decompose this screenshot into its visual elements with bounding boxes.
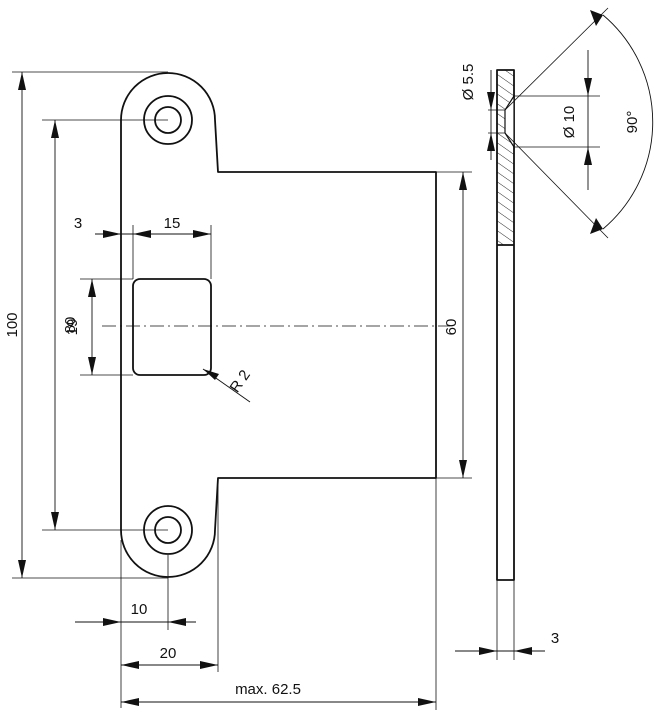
side-section-hatched <box>497 70 514 245</box>
label-hole-offset: 10 <box>131 601 148 618</box>
label-latch-height: 19 <box>64 319 81 336</box>
dim-latch-offset-width: 3 15 <box>74 215 212 279</box>
dim-thickness: 3 <box>455 580 559 660</box>
label-max-length: max. 62.5 <box>235 681 301 698</box>
label-countersink-diameter: Ø 10 <box>561 106 578 139</box>
label-screw-diameter: Ø 5.5 <box>460 64 477 101</box>
dim-hole-offset: 10 <box>75 540 196 708</box>
dim-max-length: max. 62.5 <box>121 478 437 710</box>
dim-screw-diameter: Ø 5.5 <box>460 64 505 160</box>
label-hole-pitch: 80 <box>62 317 79 334</box>
side-outline <box>496 69 515 581</box>
label-overall-height: 100 <box>4 312 21 337</box>
dim-latch-height: 19 <box>64 278 133 376</box>
dim-hole-pitch: 80 <box>42 119 168 531</box>
plate-outline <box>120 72 437 578</box>
front-view <box>102 72 450 578</box>
label-latch-width: 15 <box>164 215 181 232</box>
side-view <box>496 69 515 581</box>
dim-countersink-angle: 90° <box>504 7 654 239</box>
dim-flange-width: 20 <box>121 478 219 672</box>
label-countersink-angle: 90° <box>624 111 641 134</box>
latch-opening <box>132 278 212 376</box>
label-latch-offset: 3 <box>74 215 82 232</box>
label-corner-radius: R 2 <box>227 367 254 396</box>
label-thickness: 3 <box>551 630 559 647</box>
label-strike-lip-height: 60 <box>443 319 460 336</box>
dim-countersink-diameter: Ø 10 <box>514 50 600 190</box>
dim-corner-radius: R 2 <box>202 367 254 403</box>
label-flange-width: 20 <box>160 645 177 662</box>
dim-overall-height: 100 <box>4 71 168 579</box>
dim-strike-lip-height: 60 <box>436 171 472 479</box>
